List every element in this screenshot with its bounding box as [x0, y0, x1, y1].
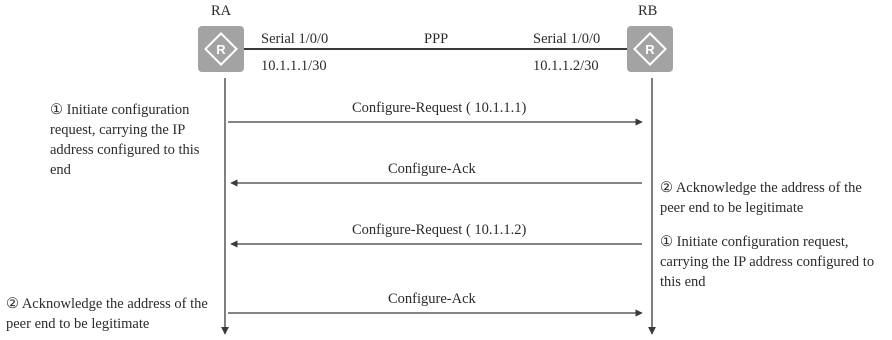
msg-label-1: Configure-Request ( 10.1.1.1) [352, 100, 527, 116]
router-rb-name: RB [638, 3, 658, 19]
note-right-initiate: ① Initiate configuration request, carryi… [660, 234, 875, 290]
msg-label-2: Configure-Ack [388, 161, 476, 177]
msg-label-4: Configure-Ack [388, 291, 476, 307]
ra-interface-label: Serial 1/0/0 [261, 31, 329, 47]
rb-interface-label: Serial 1/0/0 [533, 31, 601, 47]
note-left-initiate: ① Initiate configuration request, carryi… [50, 102, 200, 178]
ppp-label: PPP [424, 31, 449, 47]
router-ra-icon: R [198, 26, 244, 72]
svg-text:R: R [216, 42, 226, 57]
note-right-ack: ② Acknowledge the address of the peer en… [660, 180, 862, 216]
ra-ip-label: 10.1.1.1/30 [261, 58, 327, 74]
msg-label-3: Configure-Request ( 10.1.1.2) [352, 222, 527, 238]
note-left-ack: ② Acknowledge the address of the peer en… [6, 296, 208, 332]
rb-ip-label: 10.1.1.2/30 [533, 58, 599, 74]
svg-text:R: R [645, 42, 655, 57]
router-ra-name: RA [211, 3, 232, 19]
router-rb-icon: R [627, 26, 673, 72]
